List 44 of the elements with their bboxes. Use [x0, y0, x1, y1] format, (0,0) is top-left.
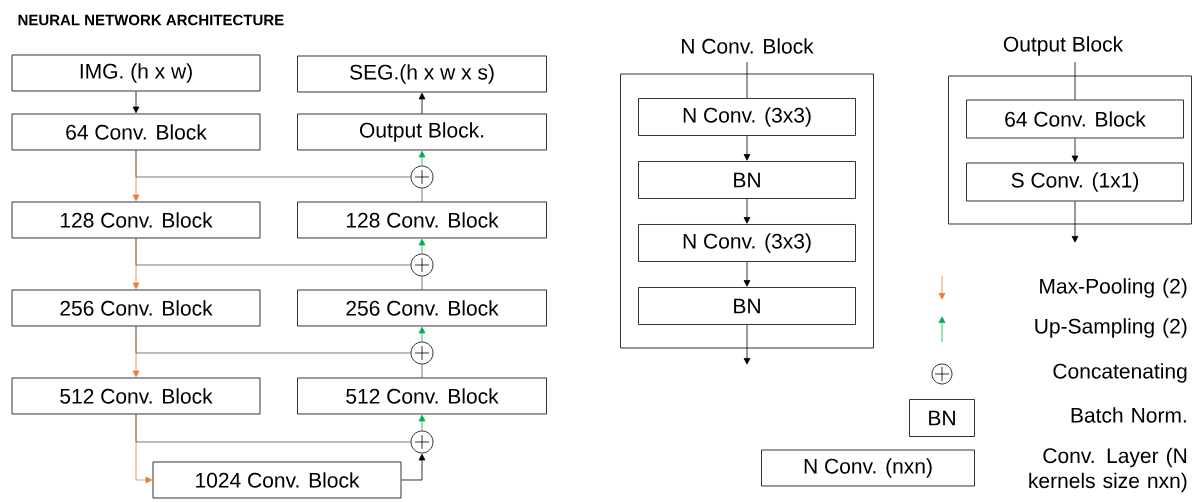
- layer-box: 512 Conv. Block: [11, 377, 261, 415]
- concat-circle: [410, 165, 434, 189]
- arrow: [418, 414, 426, 431]
- layer-box: 128 Conv. Block: [11, 201, 261, 239]
- arrow: [418, 238, 426, 254]
- arrow: [743, 198, 751, 224]
- layer-box: 512 Conv. Block: [297, 377, 547, 415]
- layer-box: IMG. (h x w): [11, 54, 261, 92]
- layer-box: BN: [638, 287, 856, 325]
- arrow: [743, 324, 751, 365]
- block-heading: Output Block: [1003, 36, 1124, 56]
- concat-circle: [410, 430, 434, 454]
- legend-label: Batch Norm.: [1071, 407, 1186, 423]
- layer-box: 128 Conv. Block: [297, 201, 547, 239]
- title: NEURAL NETWORK ARCHITECTURE: [18, 14, 284, 26]
- layer-box: BN: [638, 161, 856, 199]
- layer-box: N Conv. (3x3): [638, 224, 856, 262]
- arrow: [1071, 138, 1079, 163]
- arrow: [743, 261, 751, 287]
- layer-box: 256 Conv. Block: [11, 289, 261, 327]
- concat-circle: [410, 253, 434, 277]
- layer-box: N Conv. (nxn): [761, 449, 975, 487]
- layer-box: 64 Conv. Block: [11, 113, 261, 151]
- legend-label: Max-Pooling (2): [1040, 278, 1187, 298]
- arrow: [1071, 201, 1079, 243]
- arrow: [418, 150, 426, 166]
- layer-box: 256 Conv. Block: [297, 289, 547, 327]
- concat-circle: [410, 341, 434, 365]
- arrow: [418, 92, 426, 114]
- layer-box: BN: [909, 399, 975, 437]
- layer-box: 64 Conv. Block: [966, 99, 1184, 139]
- layer-box: SEG.(h x w x s): [297, 55, 547, 93]
- arrow: [132, 91, 140, 114]
- block-heading: N Conv. Block: [682, 38, 814, 54]
- layer-box: N Conv. (3x3): [638, 98, 856, 136]
- arrow: [401, 453, 426, 481]
- arrow: [743, 135, 751, 161]
- legend-label: Concatenating: [1053, 363, 1187, 383]
- legend-label: Conv. Layer (N kernels size nxn): [1029, 447, 1187, 493]
- arrow: [418, 326, 426, 342]
- layer-box: 1024 Conv. Block: [152, 461, 402, 499]
- legend-label: Up-Sampling (2): [1035, 318, 1187, 338]
- layer-box: S Conv. (1x1): [966, 162, 1184, 202]
- layer-box: Output Block.: [297, 113, 547, 151]
